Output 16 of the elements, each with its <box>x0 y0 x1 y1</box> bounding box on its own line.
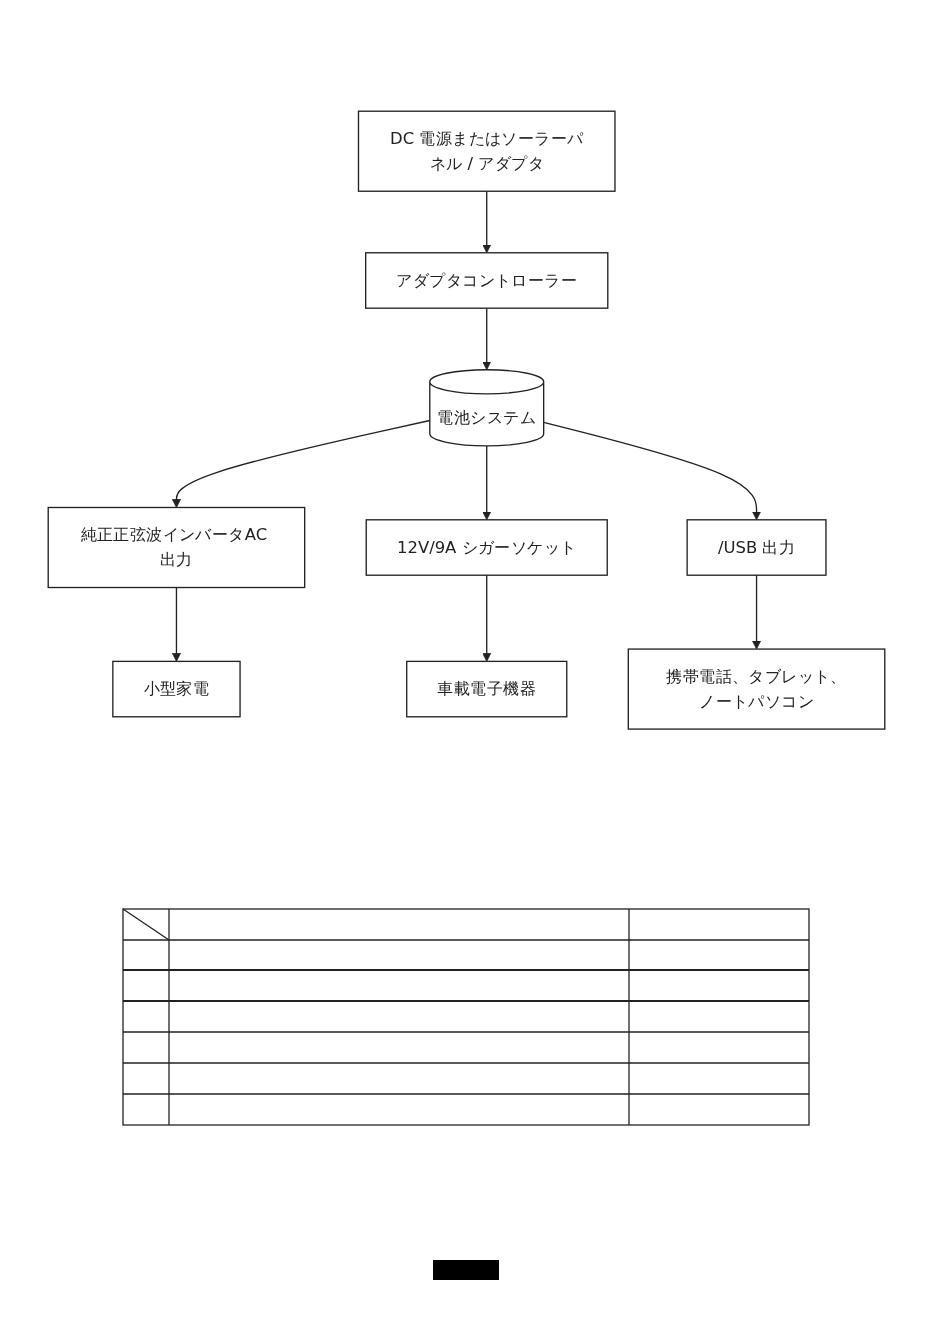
arrow <box>171 419 431 508</box>
arrow <box>482 307 492 370</box>
arrow <box>543 421 762 521</box>
node-box: 純正正弦波インバータAC 出力 <box>47 506 306 589</box>
arrow <box>752 574 762 650</box>
node-box: DC 電源またはソーラーパネル / アダプタ <box>357 110 616 192</box>
node-box: 12V/9A シガーソケット <box>365 519 608 576</box>
node-box: 車載電子機器 <box>406 660 568 718</box>
arrow <box>482 445 492 521</box>
arrow <box>482 190 492 254</box>
node-box: 小型家電 <box>112 660 241 718</box>
node-box: /USB 出力 <box>686 519 827 576</box>
node-box: 携帯電話、タブレット、ノートパソコン <box>627 648 886 730</box>
arrow <box>482 574 492 662</box>
node-box: アダプタコントローラー <box>365 251 609 309</box>
arrow <box>171 586 181 662</box>
